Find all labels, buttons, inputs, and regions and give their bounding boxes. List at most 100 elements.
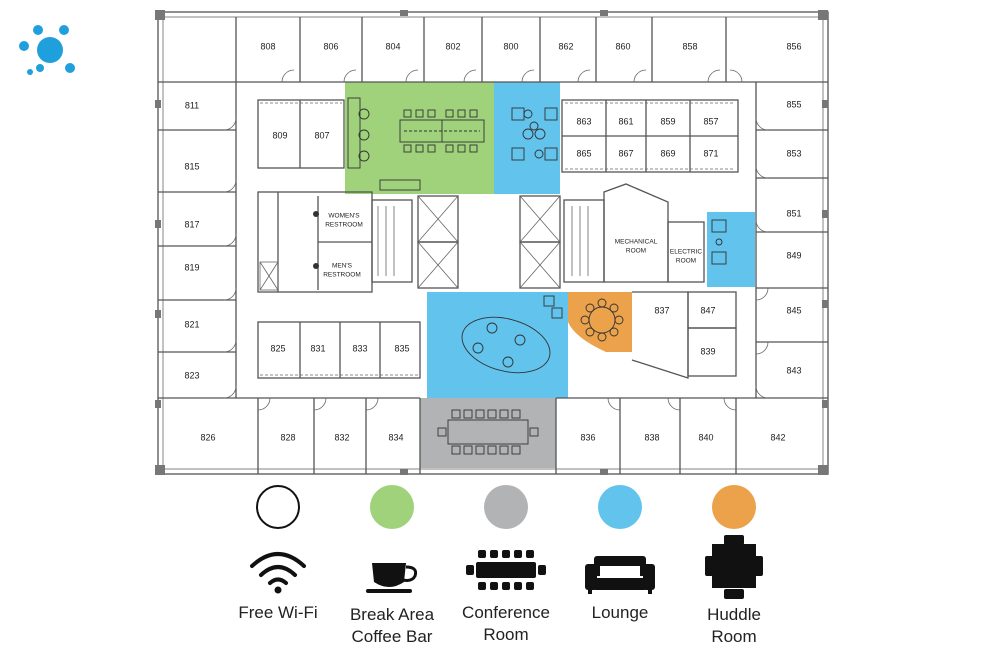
room-862: 862	[558, 41, 573, 51]
room-836: 836	[580, 432, 595, 442]
legend-huddle-line-2: Room	[711, 627, 757, 646]
legend-huddle-line-1: Huddle	[707, 605, 761, 624]
room-838: 838	[644, 432, 659, 442]
lounge-zone-right	[707, 212, 755, 287]
lounge-furniture-top	[511, 107, 558, 161]
right-offices	[755, 82, 828, 399]
room-860: 860	[615, 41, 630, 51]
legend-swatch-lounge	[598, 485, 642, 529]
building-core	[257, 183, 705, 293]
room-839: 839	[700, 346, 715, 356]
outer-walls	[155, 10, 829, 475]
room-826: 826	[200, 432, 215, 442]
legend-label-break-area: Break Area Coffee Bar	[332, 604, 452, 648]
mechanical-room-label-2: ROOM	[626, 248, 646, 255]
mens-restroom-label-1: MEN'S	[332, 263, 353, 270]
room-861: 861	[618, 116, 633, 126]
inner-offices-809-807	[257, 99, 345, 169]
room-804: 804	[385, 41, 400, 51]
conference-furniture	[437, 409, 539, 455]
room-837: 837	[654, 305, 669, 315]
molecule-logo-icon	[19, 25, 75, 75]
room-825: 825	[270, 343, 285, 353]
room-831: 831	[310, 343, 325, 353]
room-828: 828	[280, 432, 295, 442]
sofa-icon	[585, 556, 655, 594]
wifi-icon	[250, 552, 306, 594]
room-809: 809	[272, 130, 287, 140]
legend-swatches	[256, 485, 756, 529]
legend-label-lounge: Lounge	[570, 602, 670, 624]
room-856: 856	[786, 41, 801, 51]
coffee-cup-icon	[366, 563, 418, 593]
mens-restroom-label-2: RESTROOM	[323, 272, 361, 279]
room-871: 871	[703, 148, 718, 158]
legend-swatch-conference	[484, 485, 528, 529]
legend-label-conference: Conference Room	[446, 602, 566, 646]
room-843: 843	[786, 365, 801, 375]
legend-swatch-break-area	[370, 485, 414, 529]
room-853: 853	[786, 148, 801, 158]
workstation-grid	[561, 99, 739, 173]
huddle-furniture	[580, 298, 624, 342]
mechanical-room-label-1: MECHANICAL	[615, 239, 658, 246]
legend-lounge-line-1: Lounge	[591, 603, 649, 622]
room-858: 858	[682, 41, 697, 51]
room-840: 840	[698, 432, 713, 442]
conference-table-icon	[466, 550, 546, 590]
room-857: 857	[703, 116, 718, 126]
top-offices	[158, 17, 828, 83]
legend-conf-line-2: Room	[483, 625, 529, 644]
room-821: 821	[184, 319, 199, 329]
room-819: 819	[184, 262, 199, 272]
womens-restroom-label-1: WOMEN'S	[328, 213, 360, 220]
lounge-zone-center	[427, 292, 568, 398]
room-849: 849	[786, 250, 801, 260]
room-802: 802	[445, 41, 460, 51]
legend-label-huddle: Huddle Room	[684, 604, 784, 648]
lounge-furniture-center	[461, 295, 563, 374]
room-832: 832	[334, 432, 349, 442]
room-865: 865	[576, 148, 591, 158]
offices-837-847-839	[631, 291, 737, 379]
room-811: 811	[185, 100, 199, 110]
room-869: 869	[660, 148, 675, 158]
lounge-furniture-right	[711, 219, 727, 265]
legend-swatch-huddle	[712, 485, 756, 529]
break-area-zone	[345, 82, 494, 194]
room-815: 815	[184, 161, 199, 171]
room-845: 845	[786, 305, 801, 315]
huddle-zone	[568, 292, 632, 352]
inner-offices-825-835	[257, 321, 421, 379]
room-867: 867	[618, 148, 633, 158]
room-863: 863	[576, 116, 591, 126]
room-859: 859	[660, 116, 675, 126]
room-817: 817	[184, 219, 199, 229]
electric-room-label-1: ELECTRIC	[670, 249, 702, 256]
left-offices	[158, 82, 420, 399]
room-800: 800	[503, 41, 518, 51]
break-area-furniture	[347, 97, 485, 191]
legend-label-wifi: Free Wi-Fi	[228, 602, 328, 624]
room-842: 842	[770, 432, 785, 442]
huddle-table-icon	[705, 535, 763, 599]
room-834: 834	[388, 432, 403, 442]
legend-swatch-wifi	[256, 485, 300, 529]
room-855: 855	[786, 99, 801, 109]
legend-break-line-1: Break Area	[349, 605, 435, 624]
legend-break-line-2: Coffee Bar	[351, 627, 433, 646]
room-823: 823	[184, 370, 199, 380]
room-806: 806	[323, 41, 338, 51]
room-833: 833	[352, 343, 367, 353]
room-807: 807	[314, 130, 329, 140]
legend-wifi-line-1: Free Wi-Fi	[238, 603, 318, 622]
lounge-zone-top	[494, 82, 560, 194]
legend-conf-line-1: Conference	[462, 603, 550, 622]
conference-zone	[420, 398, 556, 468]
womens-restroom-label-2: RESTROOM	[325, 222, 363, 229]
electric-room-label-2: ROOM	[676, 258, 696, 265]
room-847: 847	[700, 305, 715, 315]
room-851: 851	[786, 208, 801, 218]
room-808: 808	[260, 41, 275, 51]
